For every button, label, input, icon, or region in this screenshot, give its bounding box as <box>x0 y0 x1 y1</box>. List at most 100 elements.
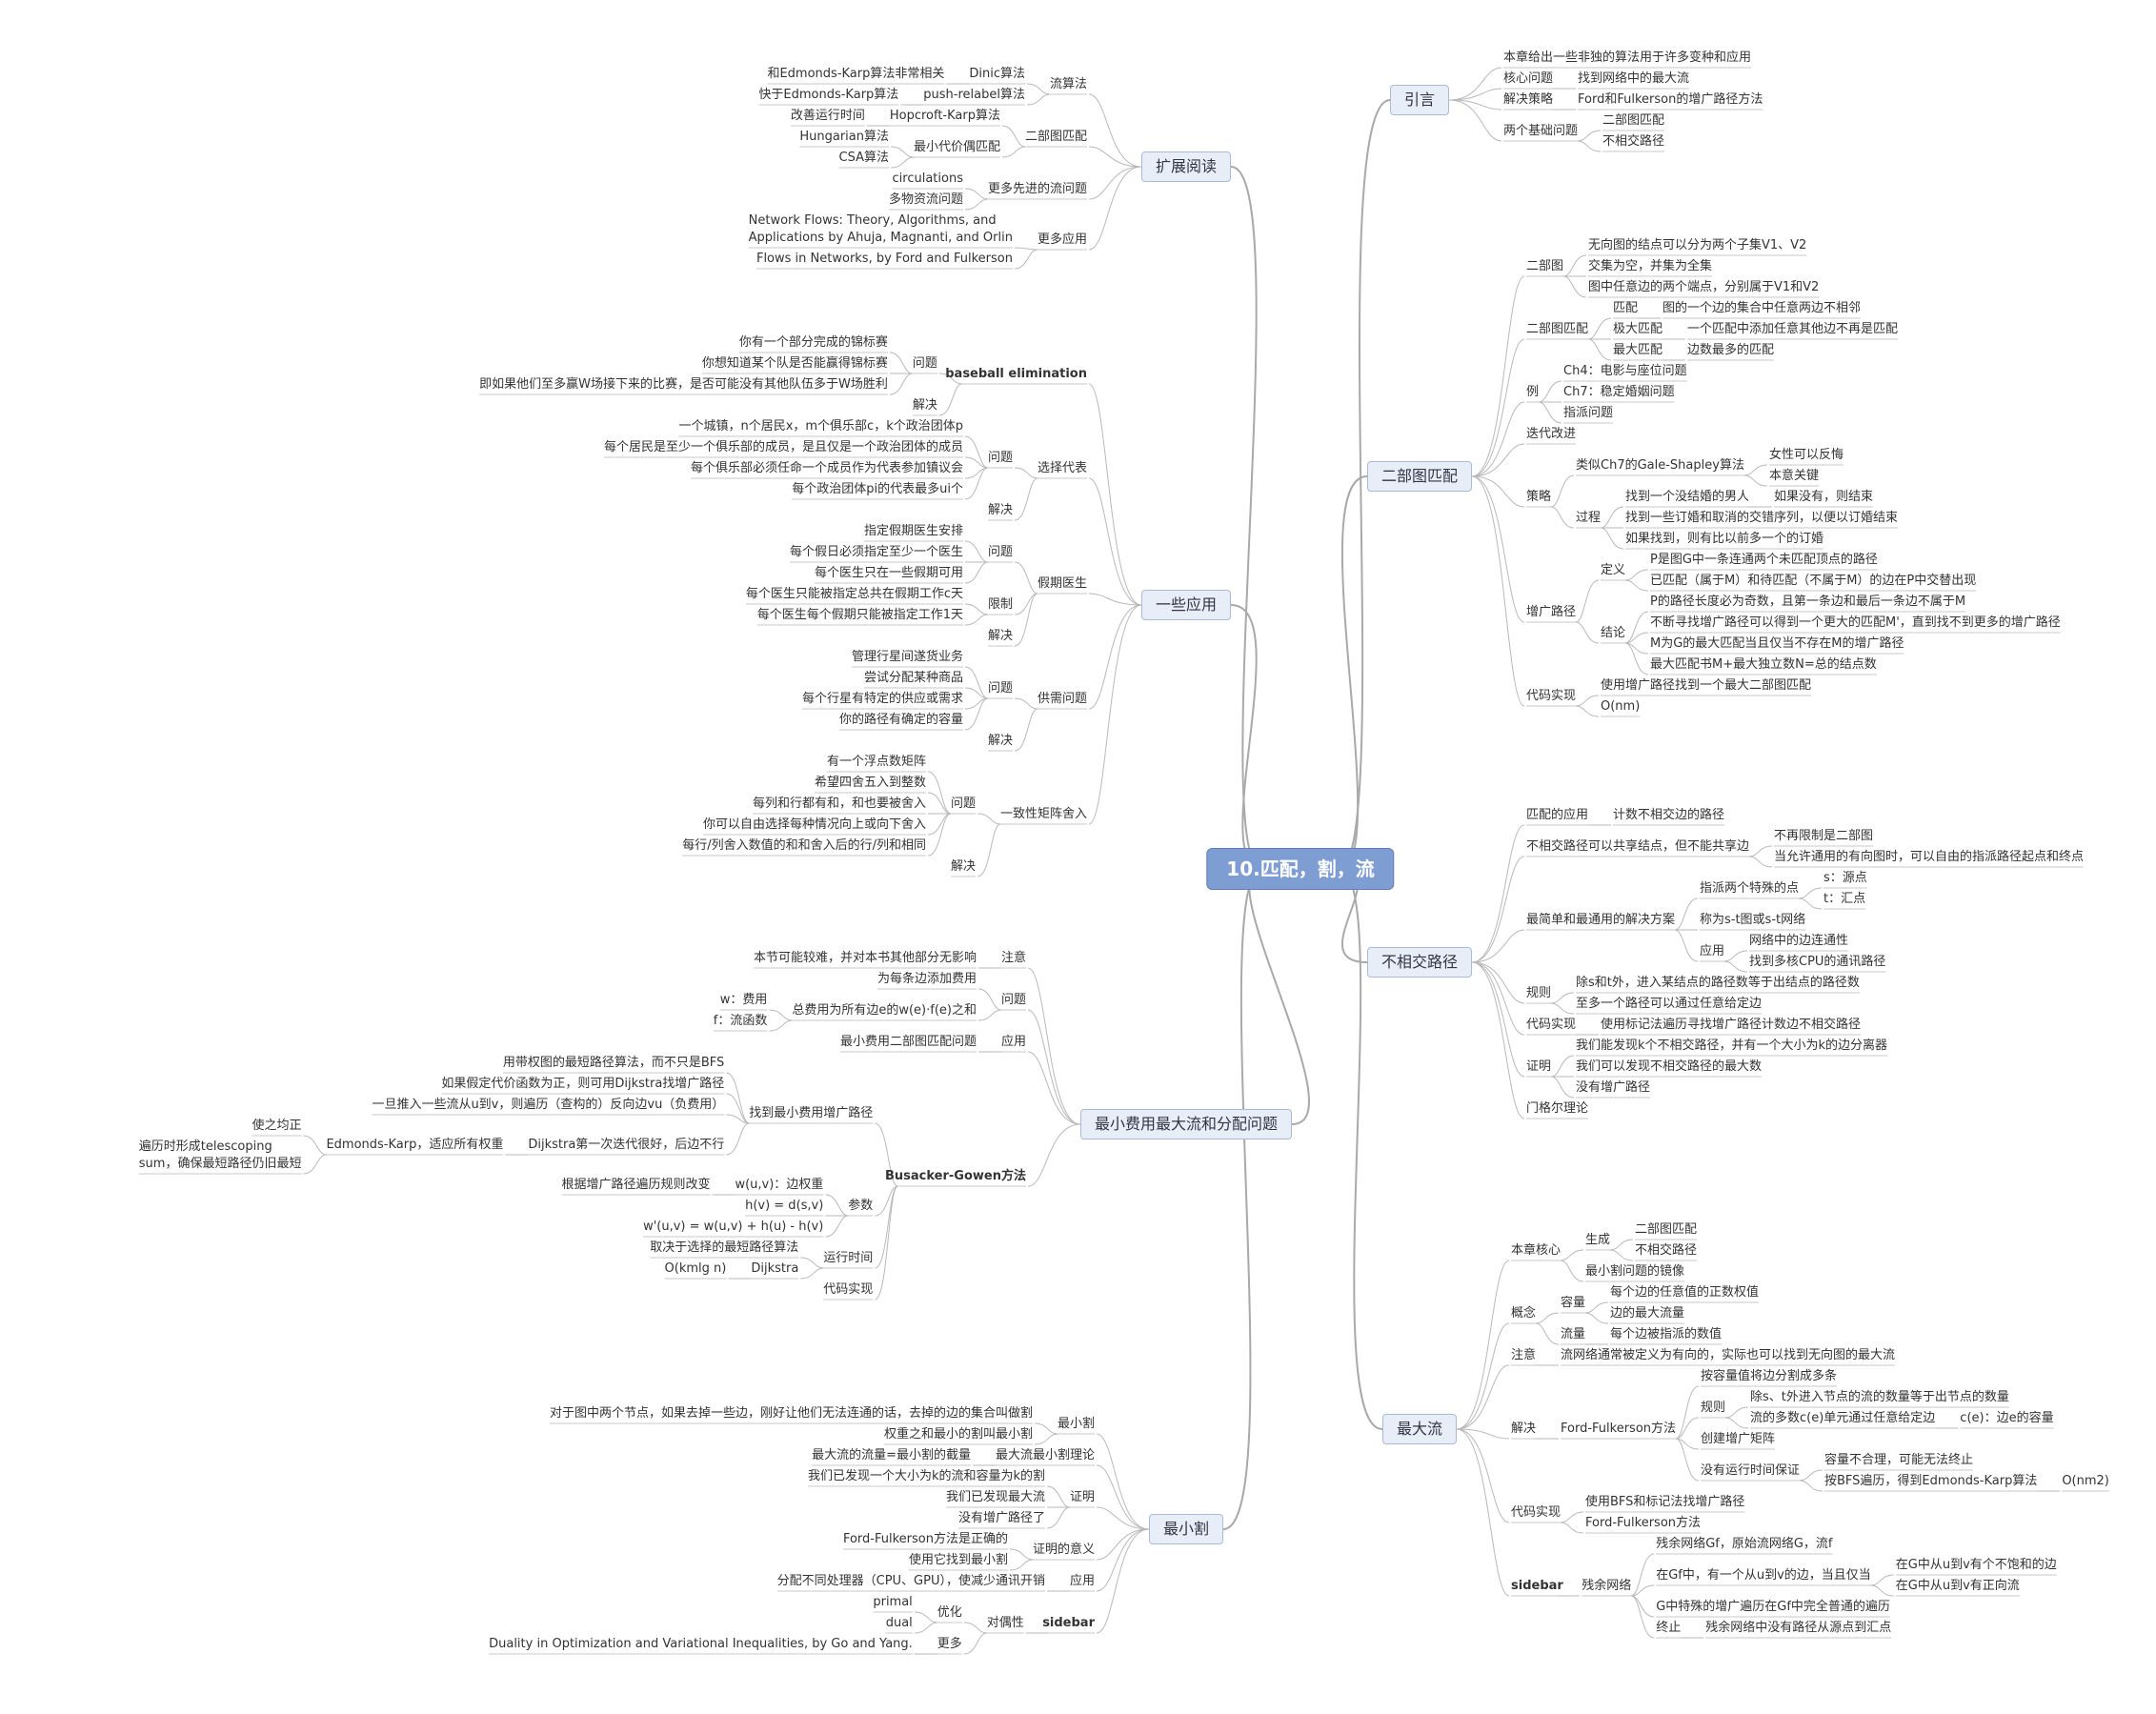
topic-node[interactable]: 解决 <box>1511 1422 1537 1436</box>
topic-node[interactable]: 本章核心 <box>1511 1243 1562 1258</box>
topic-node[interactable]: 优化 <box>937 1605 962 1620</box>
topic-k-k[interactable]: 我们已发现一个大小为k的流和容量为k的割 <box>807 1469 1045 1483</box>
topic-c[interactable]: 每个医生只能被指定总共在假期工作c天 <box>745 587 963 601</box>
branch-right-1[interactable]: 二部图匹配 <box>1366 461 1473 492</box>
branch-left-1[interactable]: 一些应用 <box>1140 590 1232 620</box>
topic-node[interactable]: 按容量值将边分割成多条 <box>1701 1369 1838 1383</box>
topic-node[interactable]: 结论 <box>1601 626 1626 640</box>
topic-e-w-e-f-e[interactable]: 总费用为所有边e的w(e)·f(e)之和 <box>792 1003 977 1018</box>
topic-node[interactable]: 本节可能较难，并对本书其他部分无影响 <box>753 951 977 965</box>
topic-node[interactable]: 选择代表 <box>1037 461 1087 475</box>
topic-ch7-gale-shapley[interactable]: 类似Ch7的Gale-Shapley算法 <box>1576 458 1744 473</box>
topic-ch4[interactable]: Ch4：电影与座位问题 <box>1563 364 1687 378</box>
topic-node[interactable]: 指定假期医生安排 <box>863 524 963 538</box>
topic-node[interactable]: 每个边被指派的数值 <box>1610 1327 1723 1341</box>
topic-v1-v2[interactable]: 无向图的结点可以分为两个子集V1、V2 <box>1588 238 1807 252</box>
topic-node[interactable]: 最大流的流量=最小割的截量 <box>812 1448 971 1462</box>
topic-node[interactable]: 代码实现 <box>1526 1018 1577 1032</box>
topic-node[interactable]: 二部图 <box>1526 259 1564 273</box>
topic-node[interactable]: 最大流最小割理论 <box>995 1448 1095 1462</box>
topic-node[interactable]: 过程 <box>1576 511 1602 525</box>
topic-dijkstra[interactable]: Dijkstra <box>751 1261 799 1276</box>
topic-node[interactable]: 取决于选择的最短路径算法 <box>650 1240 799 1255</box>
topic-node[interactable]: 对偶性 <box>986 1616 1024 1630</box>
topic-node[interactable]: 最小割问题的镜像 <box>1585 1264 1685 1279</box>
topic-duality-in-optimization-and-variational-inequalities-by-go-and-yang[interactable]: Duality in Optimization and Variational … <box>489 1637 913 1651</box>
topic-ford-fulkerson[interactable]: Ford-Fulkerson方法是正确的 <box>842 1532 1008 1546</box>
topic-gf-g-f[interactable]: 残余网络Gf，原始流网络G，流f <box>1656 1537 1833 1551</box>
topic-node[interactable]: 问题 <box>987 681 1013 696</box>
topic-node[interactable]: 使用它找到最小割 <box>908 1553 1008 1567</box>
topic-m[interactable]: 不断寻找增广路径可以得到一个更大的匹配M'，直到找不到更多的增广路径 <box>1650 615 2061 630</box>
topic-node[interactable]: 假期医生 <box>1037 576 1087 591</box>
topic-v1-v2[interactable]: 图中任意边的两个端点，分别属于V1和V2 <box>1588 280 1820 294</box>
topic-baseball-elimination[interactable]: baseball elimination <box>945 367 1087 381</box>
topic-node[interactable]: 极大匹配 <box>1613 322 1663 336</box>
topic-node[interactable]: 每个行星有特定的供应或需求 <box>801 692 963 706</box>
topic-node[interactable]: 规则 <box>1526 986 1552 1000</box>
topic-node[interactable]: 每个居民是至少一个俱乐部的成员，是且仅是一个政治团体的成员 <box>603 440 963 454</box>
topic-node[interactable]: 匹配 <box>1613 301 1639 315</box>
topic-node[interactable]: 多物资流问题 <box>888 192 963 207</box>
topic-node[interactable]: 没有增广路径 <box>1576 1080 1651 1095</box>
topic-node[interactable]: 容量 <box>1561 1296 1586 1310</box>
topic-s-t-s-t[interactable]: 称为s-t图或s-t网络 <box>1700 913 1806 927</box>
topic-node[interactable]: 残余网络 <box>1582 1579 1632 1593</box>
topic-network-flows-theory-algorithms-and-applications-by-ahuja-magnanti-and-orlin[interactable]: Network Flows: Theory, Algorithms, and A… <box>748 213 1013 245</box>
topic-node[interactable]: 解决 <box>950 859 976 874</box>
topic-node[interactable]: 更多先进的流问题 <box>987 182 1087 196</box>
topic-node[interactable]: 解决 <box>987 734 1013 748</box>
topic-w[interactable]: w：费用 <box>719 993 768 1007</box>
topic-node[interactable]: 注意 <box>1000 951 1026 965</box>
topic-node[interactable]: 图的一个边的集合中任意两边不相邻 <box>1662 301 1862 315</box>
topic-node[interactable]: 证明 <box>1069 1490 1095 1504</box>
topic-n-x-m-c-k-p[interactable]: 一个城镇，n个居民x，m个俱乐部c，k个政治团体p <box>678 419 963 434</box>
topic-pi-ui[interactable]: 每个政治团体pi的代表最多ui个 <box>792 482 963 496</box>
topic-node[interactable]: 证明的意义 <box>1032 1543 1095 1557</box>
topic-node[interactable]: 代码实现 <box>823 1282 874 1297</box>
topic-node[interactable]: 门格尔理论 <box>1526 1101 1589 1116</box>
topic-f[interactable]: f：流函数 <box>713 1014 768 1028</box>
topic-node[interactable]: 限制 <box>987 597 1013 612</box>
topic-w-u-v-w-u-v-h-u-h-v[interactable]: w'(u,v) = w(u,v) + h(u) - h(v) <box>643 1220 824 1234</box>
topic-node[interactable]: 不相交路径 <box>1602 134 1665 149</box>
topic-node[interactable]: 概念 <box>1511 1306 1537 1321</box>
topic-node[interactable]: 定义 <box>1601 563 1626 577</box>
topic-node[interactable]: 流算法 <box>1049 77 1087 91</box>
topic-node[interactable]: 二部图匹配 <box>1602 113 1665 128</box>
topic-node[interactable]: 你有一个部分完成的锦标赛 <box>738 335 888 350</box>
topic-node[interactable]: 尝试分配某种商品 <box>863 671 963 685</box>
topic-1[interactable]: 每个医生每个假期只能被指定工作1天 <box>756 608 963 622</box>
topic-node[interactable]: 二部图匹配 <box>1024 130 1087 144</box>
topic-bfs[interactable]: 使用BFS和标记法找增广路径 <box>1585 1495 1745 1509</box>
topic-node[interactable]: 更多 <box>937 1637 962 1651</box>
topic-csa[interactable]: CSA算法 <box>838 151 889 165</box>
topic-s-t[interactable]: 除s和t外，进入某结点的路径数等于出结点的路径数 <box>1576 976 1860 990</box>
topic-busacker-gowen[interactable]: Busacker-Gowen方法 <box>885 1169 1026 1183</box>
topic-node[interactable]: 代码实现 <box>1526 689 1577 703</box>
topic-node[interactable]: 问题 <box>950 797 976 811</box>
topic-gf-u-v[interactable]: 在Gf中，有一个从u到v的边，当且仅当 <box>1656 1568 1871 1583</box>
topic-node[interactable]: 应用 <box>1069 1574 1095 1588</box>
topic-m-m-p[interactable]: 已匹配（属于M）和待匹配（不属于M）的边在P中交替出现 <box>1650 574 1977 588</box>
topic-node[interactable]: 解决 <box>987 503 1013 517</box>
topic-node[interactable]: 我们可以发现不相交路径的最大数 <box>1576 1059 1763 1074</box>
topic-node[interactable]: 证明 <box>1526 1059 1552 1074</box>
topic-u-v-vu[interactable]: 一旦推入一些流从u到v，则遍历（查构的）反向边vu（负费用） <box>372 1098 725 1112</box>
root-topic[interactable]: 10.匹配，割，流 <box>1206 848 1395 890</box>
topic-hungarian[interactable]: Hungarian算法 <box>799 130 889 144</box>
topic-node[interactable]: 边的最大流量 <box>1610 1306 1685 1321</box>
topic-node[interactable]: 策略 <box>1526 490 1552 504</box>
topic-node[interactable]: 参数 <box>848 1199 874 1213</box>
topic-s-t[interactable]: 除s、t外进入节点的流的数量等于出节点的数量 <box>1750 1390 2009 1404</box>
branch-right-2[interactable]: 不相交路径 <box>1366 947 1473 978</box>
topic-o-nm2[interactable]: O(nm2) <box>2062 1474 2109 1488</box>
topic-node[interactable]: 不再限制是二部图 <box>1774 829 1874 843</box>
topic-node[interactable]: 问题 <box>1000 993 1026 1007</box>
topic-node[interactable]: 权重之和最小的割叫最小割 <box>883 1427 1033 1442</box>
topic-node[interactable]: 生成 <box>1585 1233 1611 1247</box>
topic-node[interactable]: 规则 <box>1701 1401 1726 1415</box>
topic-node[interactable]: 为每条边添加费用 <box>877 972 977 986</box>
topic-dijkstra[interactable]: Dijkstra第一次迭代很好，后边不行 <box>528 1138 725 1152</box>
topic-node[interactable]: 容量不合理，可能无法终止 <box>1824 1453 1974 1467</box>
